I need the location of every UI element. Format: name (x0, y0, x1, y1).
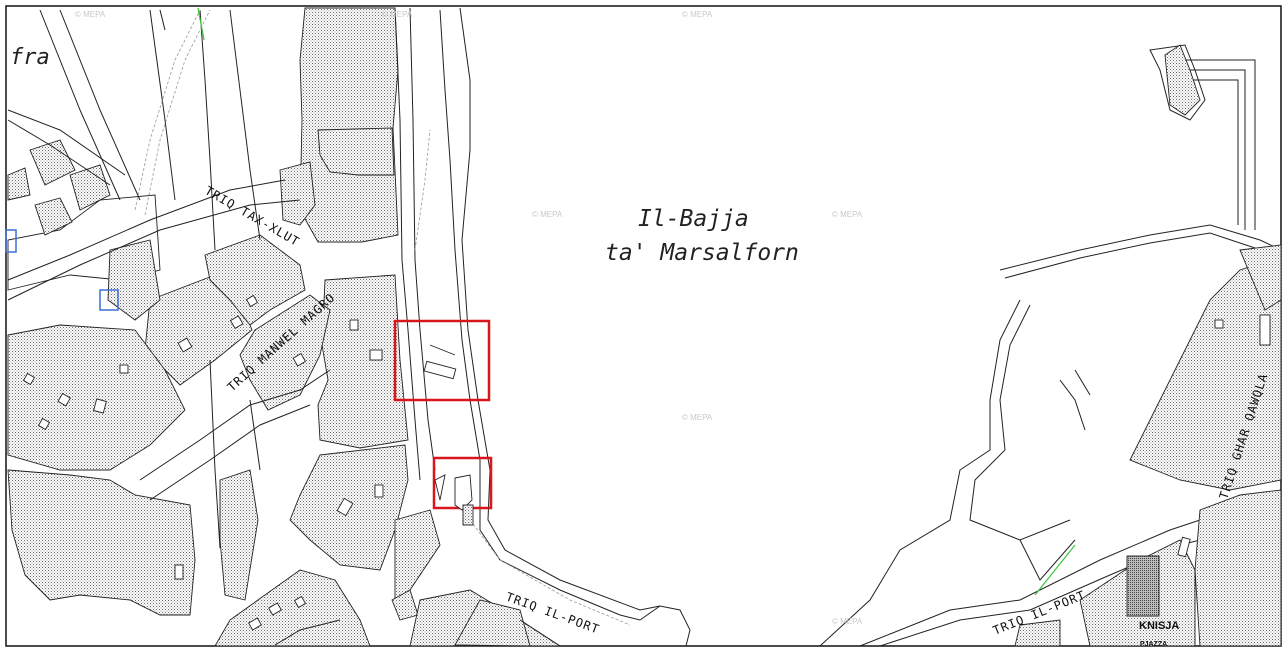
highlighted-structures (423, 344, 474, 526)
green-line-2 (197, 7, 205, 41)
watermark: © MEPA (75, 10, 106, 19)
church-building (1126, 555, 1160, 617)
bay-name-line1: Il-Bajja (638, 206, 749, 232)
fragment-label: fra (10, 45, 50, 70)
small-building-outlines (22, 294, 384, 631)
watermark: © MEPA (532, 210, 563, 219)
church-label: KNISJA (1139, 620, 1179, 632)
watermark: © MEPA (682, 10, 713, 19)
watermark: © MEPA (832, 617, 863, 626)
highlight-box-1[interactable] (393, 319, 491, 402)
right-town-blocks (1014, 44, 1282, 647)
dashed-footpaths (134, 9, 631, 626)
right-small-outlines (1177, 314, 1271, 558)
watermark: © MEPA (682, 413, 713, 422)
left-road-lines (7, 7, 691, 647)
square-label: PJAZZA (1140, 641, 1167, 648)
blue-marker-edge (5, 229, 17, 253)
watermark: © MEPA (832, 210, 863, 219)
blue-marker (99, 289, 119, 311)
bay-name-line2: ta' Marsalforn (605, 240, 799, 266)
watermark: © MEPA (382, 10, 413, 19)
green-line-1 (1034, 544, 1076, 596)
